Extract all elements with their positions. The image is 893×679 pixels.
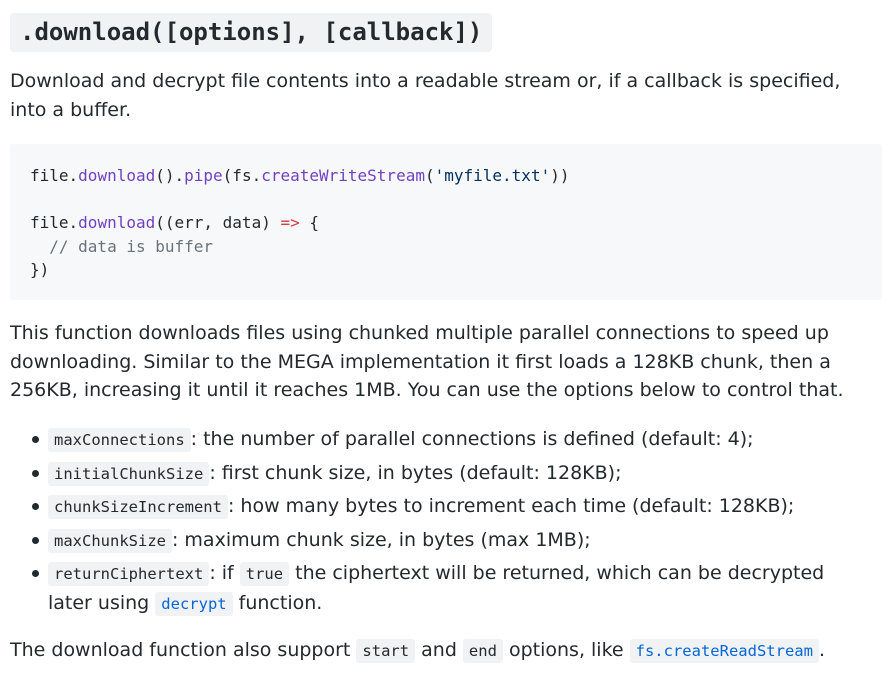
option-description: : maximum chunk size, in bytes (max 1MB)… bbox=[171, 529, 591, 551]
option-description: : first chunk size, in bytes (default: 1… bbox=[209, 462, 622, 484]
description-paragraph: This function downloads files using chun… bbox=[10, 322, 844, 401]
list-item: initialChunkSize: first chunk size, in b… bbox=[32, 459, 622, 489]
bullet-icon bbox=[32, 436, 39, 443]
option-description: : the number of parallel connections is … bbox=[190, 428, 754, 450]
end-code: end bbox=[462, 639, 503, 663]
code-line-1: file.download().pipe(fs.createWriteStrea… bbox=[30, 166, 570, 185]
bullet-icon bbox=[32, 503, 39, 510]
code-line-5: }) bbox=[30, 260, 50, 279]
code-example: file.download().pipe(fs.createWriteStrea… bbox=[10, 144, 882, 300]
footer-paragraph: The download function also support start… bbox=[10, 639, 825, 663]
code-line-2 bbox=[30, 188, 862, 212]
list-item: chunkSizeIncrement: how many bytes to in… bbox=[32, 492, 795, 522]
option-code: maxChunkSize bbox=[48, 529, 172, 553]
true-code: true bbox=[239, 562, 290, 586]
list-item: maxConnections: the number of parallel c… bbox=[32, 425, 754, 455]
code-line-4: // data is buffer bbox=[30, 236, 214, 256]
list-item: returnCiphertext: if true the ciphertext… bbox=[32, 559, 858, 619]
option-description: : how many bytes to increment each time … bbox=[227, 495, 795, 517]
method-heading: .download([options], [callback]) bbox=[10, 13, 493, 52]
bullet-icon bbox=[32, 470, 39, 477]
code-line-3: file.download((err, data) => { bbox=[30, 213, 319, 232]
option-code: chunkSizeIncrement bbox=[48, 495, 228, 519]
createreadstream-link[interactable]: fs.createReadStream bbox=[629, 639, 819, 663]
bullet-icon bbox=[32, 537, 39, 544]
option-code: returnCiphertext bbox=[48, 562, 210, 586]
option-code: maxConnections bbox=[48, 428, 191, 452]
decrypt-link[interactable]: decrypt bbox=[155, 592, 233, 616]
intro-paragraph: Download and decrypt file contents into … bbox=[10, 70, 841, 121]
list-item: maxChunkSize: maximum chunk size, in byt… bbox=[32, 526, 591, 556]
option-code: initialChunkSize bbox=[48, 462, 210, 486]
start-code: start bbox=[356, 639, 416, 663]
bullet-icon bbox=[32, 570, 39, 577]
